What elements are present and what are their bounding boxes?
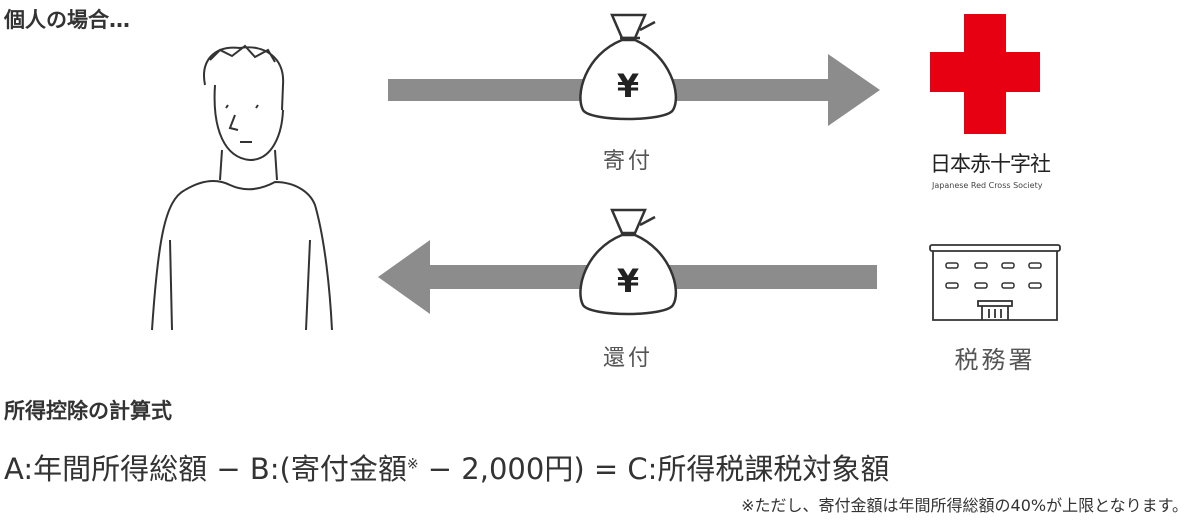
section-title: 個人の場合… <box>4 8 130 32</box>
money-bag-icon <box>579 208 678 316</box>
formula-part-b: − 2,000円) = C:所得税課税対象額 <box>418 452 890 486</box>
jrc-name: 日本赤十字社 <box>930 152 1051 176</box>
red-cross-logo <box>930 14 1040 134</box>
tax-office-label: 税務署 <box>954 346 1036 374</box>
formula-part-a: A:年間所得総額 − B:(寄付金額 <box>4 452 407 486</box>
yen-symbol: ¥ <box>617 67 639 105</box>
person-illustration <box>151 44 333 331</box>
formula: A:年間所得総額 − B:(寄付金額※ − 2,000円) = C:所得税課税対… <box>4 446 889 488</box>
refund-label: 還付 <box>602 346 654 371</box>
money-bag-icon <box>579 13 678 121</box>
yen-symbol: ¥ <box>617 262 639 300</box>
formula-title: 所得控除の計算式 <box>4 399 172 423</box>
footnote: ※ただし、寄付金額は年間所得総額の40%が上限となります。 <box>741 496 1188 515</box>
tax-office-building-icon <box>929 244 1061 321</box>
footnote-mark: ※ <box>406 456 419 473</box>
donation-label: 寄付 <box>602 149 654 174</box>
jrc-name-english: Japanese Red Cross Society <box>932 181 1043 190</box>
